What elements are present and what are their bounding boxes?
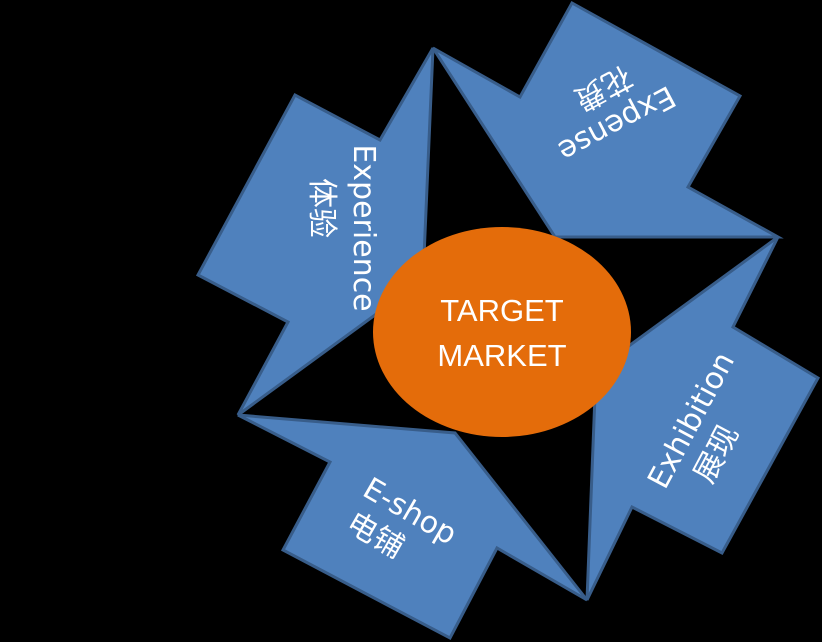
center-line-1: TARGET (440, 293, 563, 328)
experience-cn-label: 体验 (304, 178, 339, 238)
target-market-circle (373, 227, 631, 437)
center-line-2: MARKET (437, 338, 566, 373)
eshop-arrow (237, 413, 589, 641)
exhibition-arrow (585, 235, 821, 601)
experience-label: Experience (346, 144, 381, 311)
expense-arrow (431, 0, 784, 239)
